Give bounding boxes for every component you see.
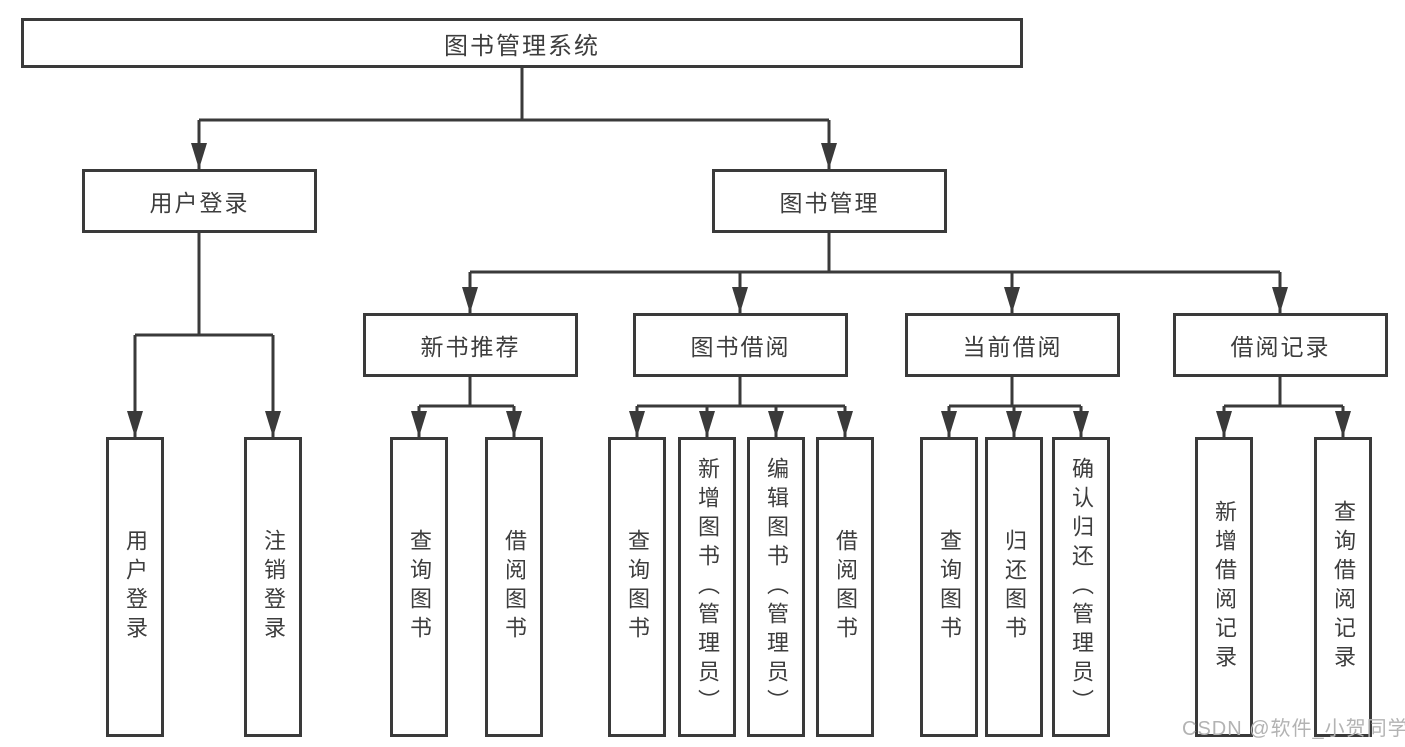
node-book-borrow: 图书借阅: [633, 313, 848, 377]
leaf-add-borrow-record: 新增借阅记录: [1195, 437, 1253, 737]
node-user-login-label: 用户登录: [149, 190, 250, 216]
leaf-borrow-books: 借阅图书: [816, 437, 874, 737]
node-borrow-records: 借阅记录: [1173, 313, 1388, 377]
node-new-book-recommend-label: 新书推荐: [420, 334, 521, 360]
leaf-add-books-admin: 新增图书（管理员）: [678, 437, 736, 737]
node-library-system-label: 图书管理系统: [444, 32, 600, 60]
csdn-watermark: CSDN @软件_小贺同学: [1182, 718, 1405, 740]
leaf-edit-books-admin: 编辑图书（管理员）: [747, 437, 805, 737]
node-current-borrow-label: 当前借阅: [962, 334, 1063, 360]
node-book-management-label: 图书管理: [779, 190, 880, 216]
node-book-borrow-label: 图书借阅: [690, 334, 791, 360]
leaf-logout: 注销登录: [244, 437, 302, 737]
node-book-management: 图书管理: [712, 169, 947, 233]
node-user-login: 用户登录: [82, 169, 317, 233]
node-new-book-recommend: 新书推荐: [363, 313, 578, 377]
leaf-user-login: 用户登录: [106, 437, 164, 737]
tree-connectors: [127, 68, 1351, 437]
leaf-query-borrow-record: 查询借阅记录: [1314, 437, 1372, 737]
node-current-borrow: 当前借阅: [905, 313, 1120, 377]
leaf-current-query-books: 查询图书: [920, 437, 978, 737]
leaf-recommend-borrow-books: 借阅图书: [485, 437, 543, 737]
leaf-confirm-return-admin: 确认归还（管理员）: [1052, 437, 1110, 737]
leaf-borrow-query-books: 查询图书: [608, 437, 666, 737]
leaf-recommend-query-books: 查询图书: [390, 437, 448, 737]
node-library-system: 图书管理系统: [21, 18, 1023, 68]
leaf-return-books: 归还图书: [985, 437, 1043, 737]
node-borrow-records-label: 借阅记录: [1230, 334, 1331, 360]
